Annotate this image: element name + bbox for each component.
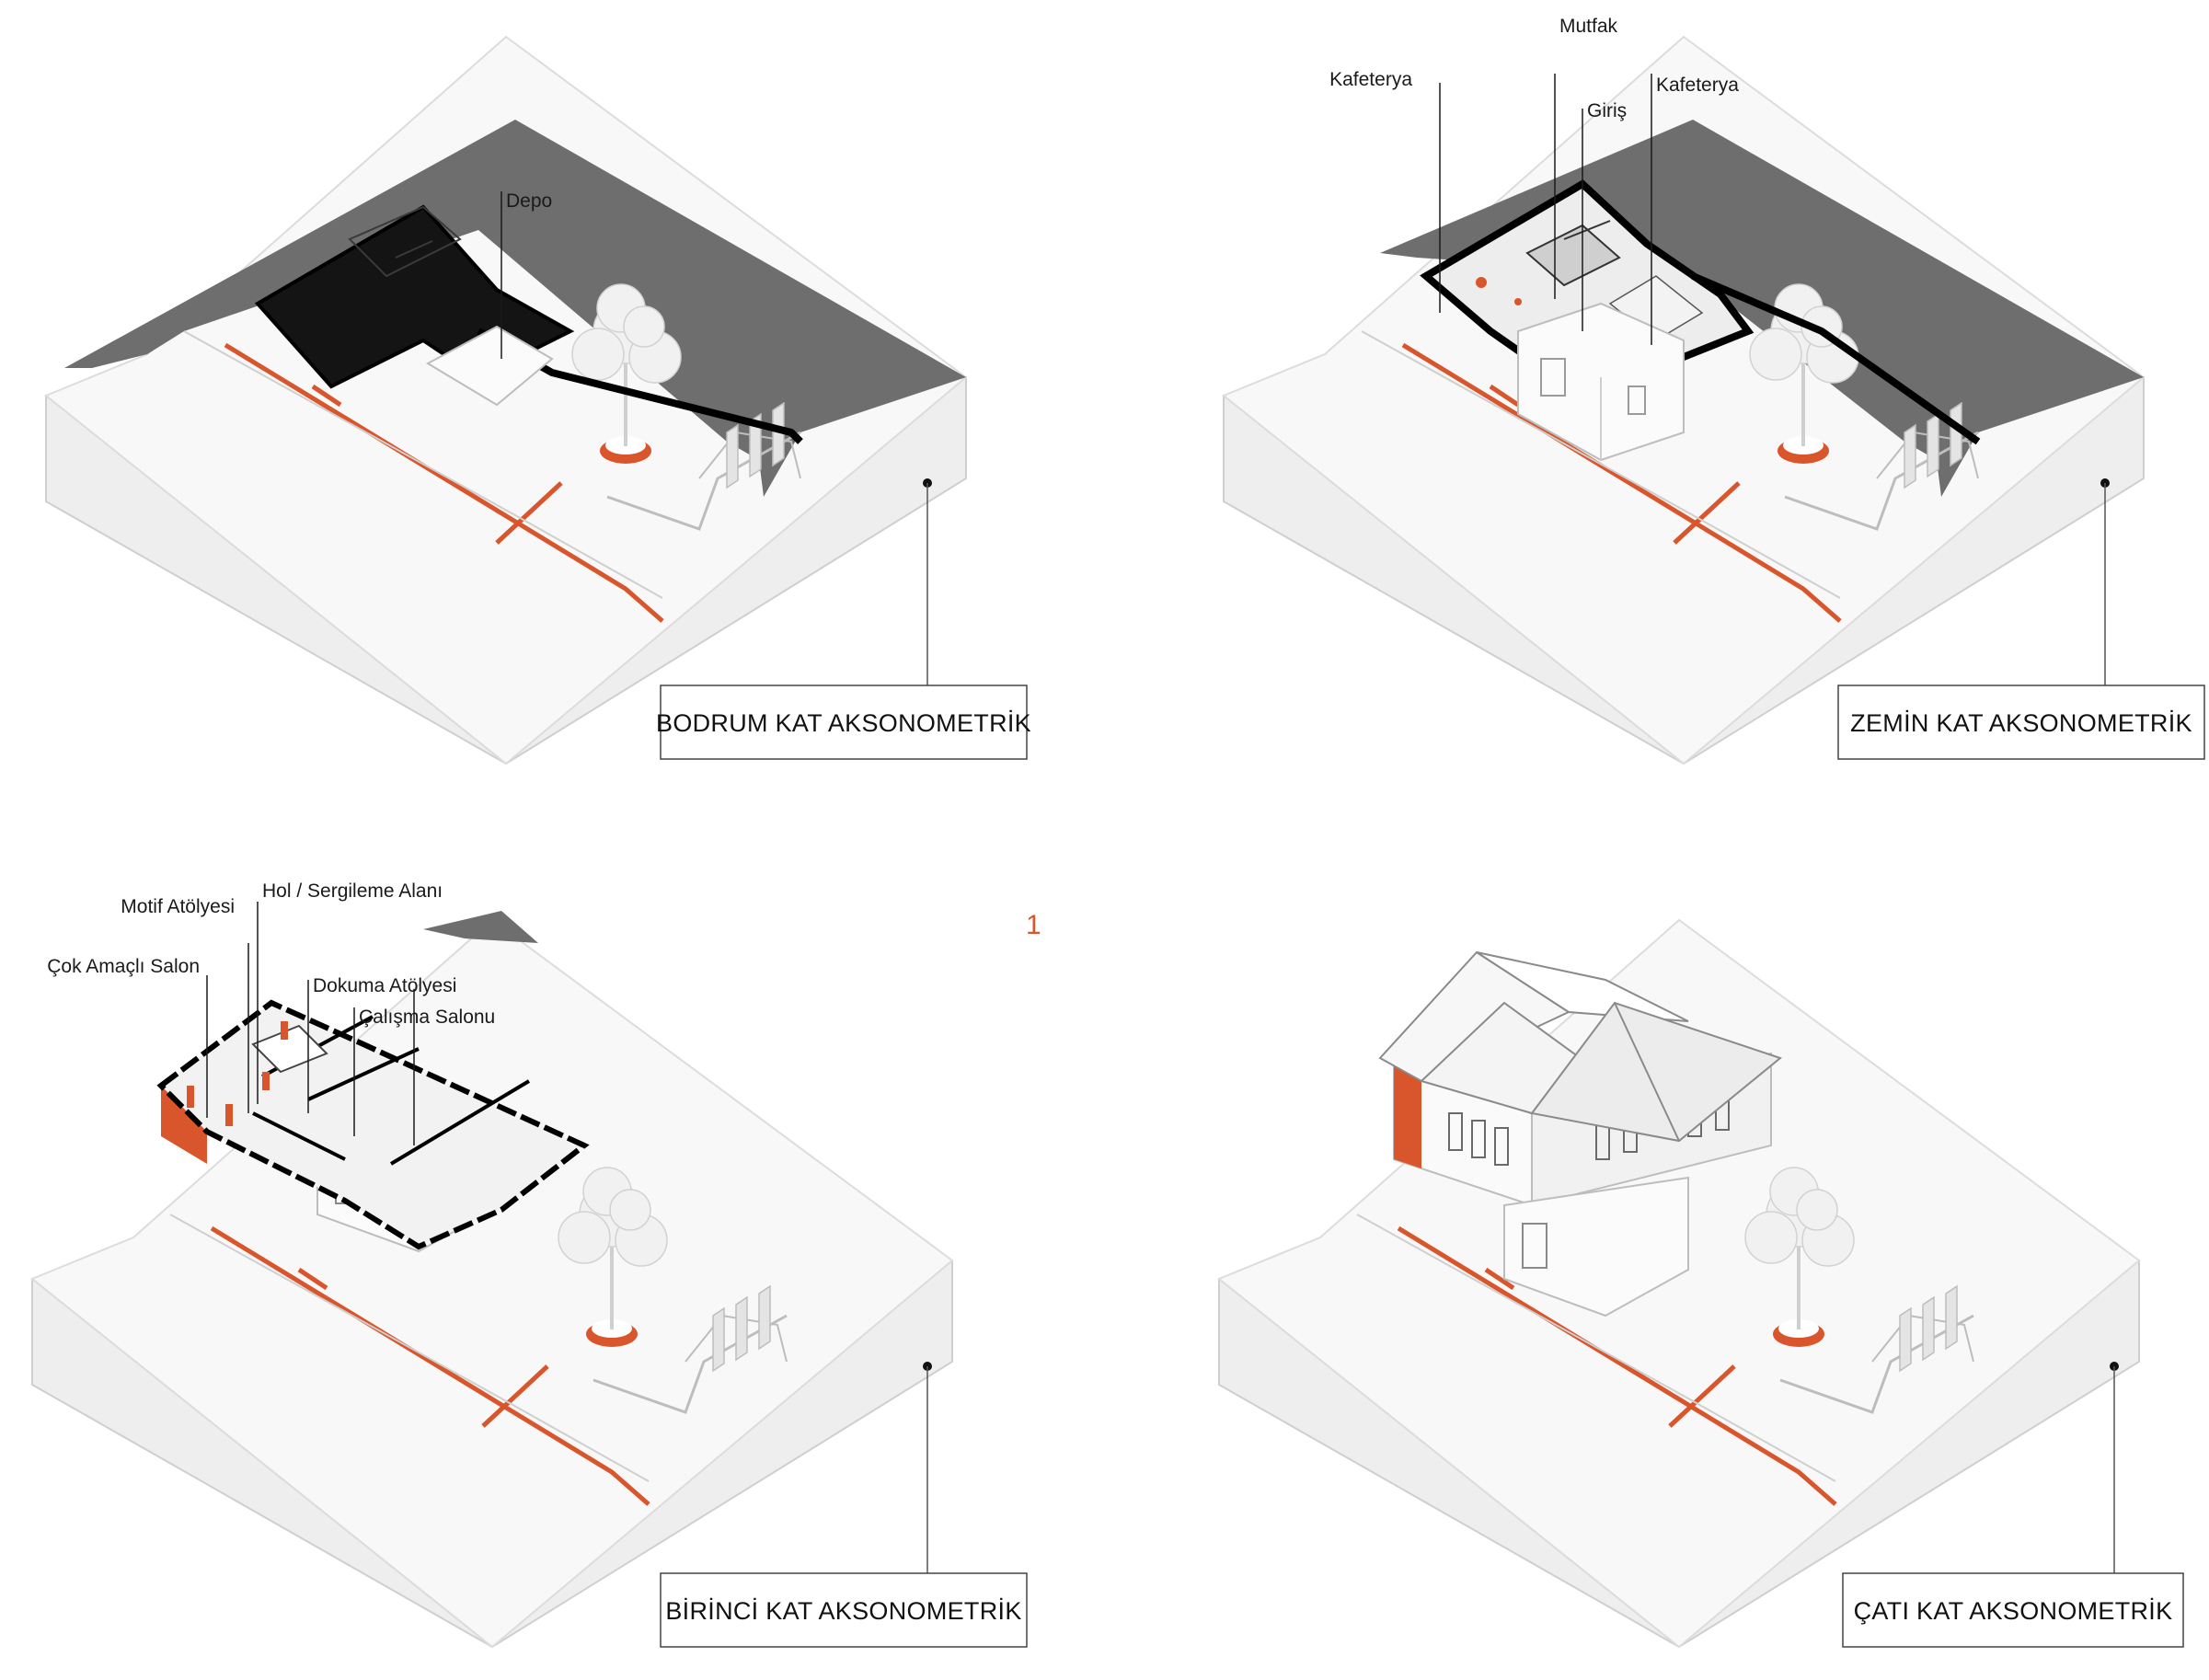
first-floor-plan <box>156 999 590 1250</box>
label-mutfak: Mutfak <box>1559 16 1618 37</box>
title-box-zemin <box>1837 685 2205 760</box>
label-kafeterya-left: Kafeterya <box>1329 69 1412 90</box>
panel-cati: ÇATI KAT AKSONOMETRİK <box>1218 919 2184 1648</box>
label-cok-amacli-salon: Çok Amaçlı Salon <box>47 956 200 977</box>
title-bodrum: BODRUM KAT AKSONOMETRİK <box>656 708 1031 737</box>
label-calisma-salonu: Çalışma Salonu <box>359 1007 495 1028</box>
title-box-bodrum <box>660 685 1028 760</box>
label-kafeterya-right: Kafeterya <box>1656 75 1739 96</box>
label-hol-sergileme: Hol / Sergileme Alanı <box>262 880 443 902</box>
label-depo: Depo <box>506 190 552 212</box>
label-motif-atolyesi: Motif Atölyesi <box>121 896 235 917</box>
panel-bodrum: Depo BODRUM KAT AKSONOMETRİK <box>45 36 1031 765</box>
title-birinci: BİRİNCİ KAT AKSONOMETRİK <box>665 1596 1021 1625</box>
title-cati: ÇATI KAT AKSONOMETRİK <box>1854 1596 2173 1625</box>
panel-zemin: Mutfak Kafeterya Kafeterya Giriş ZEMİN K… <box>1223 16 2205 765</box>
page-number: 1 <box>1026 910 1041 940</box>
panel-birinci: Motif Atölyesi Hol / Sergileme Alanı Çok… <box>31 880 1028 1648</box>
title-zemin: ZEMİN KAT AKSONOMETRİK <box>1850 708 2192 737</box>
label-giris: Giriş <box>1587 100 1627 121</box>
title-box-birinci <box>660 1572 1028 1648</box>
label-dokuma-atolyesi: Dokuma Atölyesi <box>313 975 456 996</box>
title-box-cati <box>1842 1572 2184 1648</box>
